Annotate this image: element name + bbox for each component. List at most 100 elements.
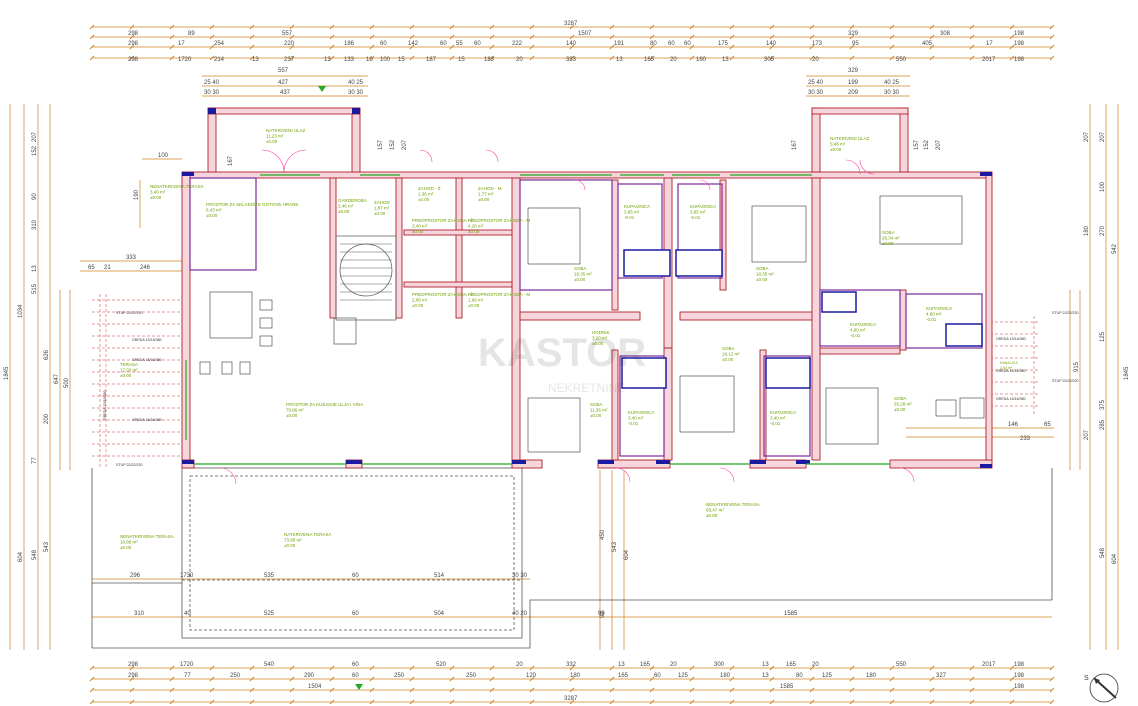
dim-tick xyxy=(729,676,735,682)
dim-label: 15 xyxy=(398,57,405,63)
dim-tick xyxy=(929,24,935,30)
room-name: PROSTOR ZA KUŠANJE ULJA I VINA xyxy=(286,401,363,407)
dim-tick xyxy=(449,44,455,50)
dim-tick xyxy=(289,34,295,40)
dim-label: 40 xyxy=(184,611,191,617)
dim-label: 183 xyxy=(484,57,495,63)
dim-label: 60 xyxy=(440,41,447,47)
room-area: 17,03 m² xyxy=(120,368,138,373)
dim-tick xyxy=(489,676,495,682)
dim-tick xyxy=(889,24,895,30)
dim-tick xyxy=(129,34,135,40)
dim-tick xyxy=(529,665,535,671)
dim-tick xyxy=(1009,699,1015,705)
kanalica-label: KANALICA xyxy=(1000,361,1018,365)
dim-tick xyxy=(249,687,255,693)
dim-label: 99 xyxy=(600,611,606,618)
dim-tick xyxy=(449,699,455,705)
dim-label: 25 40 xyxy=(808,80,824,86)
dim-tick xyxy=(849,44,855,50)
partitions xyxy=(189,177,983,457)
dim-tick xyxy=(129,676,135,682)
dim-tick xyxy=(609,665,615,671)
dim-label: 152 xyxy=(32,145,38,156)
dim-label: 525 xyxy=(264,611,275,617)
dim-label: 604 xyxy=(1112,553,1118,564)
dim-label: 296 xyxy=(130,573,141,579)
dim-tick xyxy=(249,699,255,705)
dim-tick xyxy=(249,24,255,30)
dim-tick xyxy=(1049,676,1055,682)
room-area: 18,35 m² xyxy=(574,272,592,277)
dim-label: 13 xyxy=(618,662,625,668)
dim-tick xyxy=(89,55,95,61)
dim-tick xyxy=(1009,34,1015,40)
dim-tick xyxy=(529,24,535,30)
greda-tag: GREDA 15/16/380 xyxy=(103,390,107,420)
dim-label: 647 xyxy=(54,373,60,384)
dim-label: 514 xyxy=(434,573,445,579)
dim-label: 198 xyxy=(1014,662,1025,668)
room-name: PROSTOR ZA SKLADIŠTE GOTOVE HRANE xyxy=(206,201,298,207)
dim-tick xyxy=(249,676,255,682)
dim-tick xyxy=(1049,24,1055,30)
dim-tick xyxy=(409,699,415,705)
room-name: NATKRIVENA TERASA xyxy=(284,532,331,537)
dim-tick xyxy=(209,699,215,705)
room-area: 68,47 m² xyxy=(706,508,724,513)
dim-label: 40 25 xyxy=(884,80,900,86)
room-area: 1,36 m² xyxy=(418,192,434,197)
dim-tick xyxy=(849,34,855,40)
dim-label: 125 xyxy=(1100,331,1106,342)
room-name: ZAHOD - M xyxy=(478,186,502,191)
dim-label: 1845 xyxy=(4,366,10,380)
dim-label: 13 xyxy=(762,662,769,668)
dim-label: 60 xyxy=(380,41,387,47)
room-name: KUPAONICA xyxy=(850,322,876,327)
stup-tag: STUP 22/22/220 xyxy=(1052,379,1079,383)
dim-label: 515 xyxy=(32,283,38,294)
dim-tick xyxy=(529,687,535,693)
dim-label: 198 xyxy=(1014,684,1025,690)
dim-tick xyxy=(369,55,375,61)
dim-tick xyxy=(689,676,695,682)
dim-tick xyxy=(329,24,335,30)
dimension-text-left: 1845 1034 604 207 152 90 310 515 13 77 5… xyxy=(4,131,408,562)
dim-tick xyxy=(129,687,135,693)
dim-label: 557 xyxy=(278,68,289,74)
dim-tick xyxy=(369,44,375,50)
dim-label: 2017 xyxy=(982,57,996,63)
dim-tick xyxy=(369,24,375,30)
dim-label: 500 xyxy=(64,377,70,388)
dim-tick xyxy=(1009,44,1015,50)
room-name: ZAHOD xyxy=(374,200,391,205)
dim-tick xyxy=(569,55,575,61)
dim-tick xyxy=(1049,44,1055,50)
dim-tick xyxy=(569,699,575,705)
dim-tick xyxy=(1009,55,1015,61)
dim-label: 298 xyxy=(128,662,139,668)
room-name: NATKRIVENI ULAZ xyxy=(266,128,306,133)
dim-label: 550 xyxy=(896,57,907,63)
dim-tick xyxy=(689,44,695,50)
room-level: -0.01 xyxy=(850,333,861,338)
dim-tick xyxy=(969,676,975,682)
room-area: 3,40 m² xyxy=(628,416,644,421)
dim-label: 95 xyxy=(852,41,859,47)
dim-tick xyxy=(489,55,495,61)
room-name: SOBA xyxy=(722,346,735,351)
dim-label: 13 xyxy=(252,57,259,63)
dim-tick xyxy=(249,55,255,61)
dim-label: 20 xyxy=(516,662,523,668)
room-area: 3,20 m² xyxy=(592,336,608,341)
dim-tick xyxy=(969,687,975,693)
dim-label: 542 xyxy=(1112,243,1118,254)
